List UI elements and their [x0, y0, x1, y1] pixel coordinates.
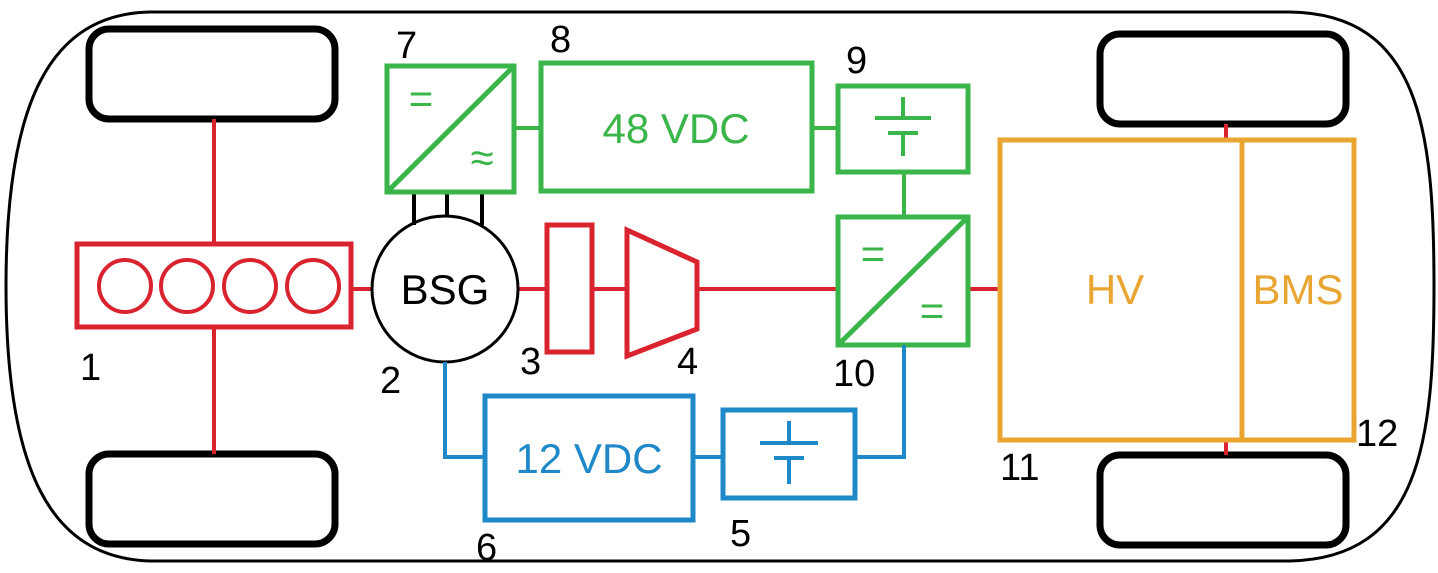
hv-label: HV	[1086, 266, 1144, 313]
three-phase-wires	[412, 192, 484, 225]
dcdc-dc-symbol-out: =	[920, 287, 945, 334]
v12-lines	[443, 345, 906, 459]
v48-network	[538, 60, 815, 194]
v48-lines	[514, 126, 906, 217]
dcdc-dc-symbol-in: =	[861, 230, 886, 277]
ref-number-11: 11	[1000, 447, 1039, 489]
ref-number-4: 4	[677, 341, 698, 383]
engine-cylinder	[222, 258, 278, 314]
ref-number-1: 1	[80, 347, 101, 389]
clutch	[544, 222, 595, 355]
transmission	[624, 226, 700, 360]
bms	[1239, 137, 1357, 443]
ref-number-2: 2	[380, 360, 401, 402]
wheel-rear-left	[85, 450, 339, 548]
ref-number-3: 3	[520, 341, 541, 383]
ref-number-8: 8	[550, 19, 571, 61]
ref-number-9: 9	[846, 40, 867, 82]
engine-cylinder	[285, 258, 341, 314]
ref-number-10: 10	[833, 353, 875, 395]
car-body-outline	[4, 10, 1436, 563]
bsg-label: BSG	[401, 266, 490, 313]
wheel-front-left	[85, 25, 339, 123]
engine-cylinder	[159, 258, 215, 314]
dcdc-converter: = =	[835, 214, 971, 348]
ref-number-6: 6	[476, 527, 497, 569]
battery-12v	[720, 407, 858, 501]
ref-number-7: 7	[396, 25, 417, 67]
ref-number-12: 12	[1356, 413, 1398, 455]
battery-48v	[835, 83, 971, 175]
engine	[74, 241, 354, 330]
v12-network	[482, 393, 696, 523]
inverter: = ≈	[384, 63, 517, 195]
v48-label: 48 VDC	[602, 105, 749, 152]
bms-label: BMS	[1252, 266, 1343, 313]
wheel-front-right	[1096, 30, 1350, 128]
inverter-dc-symbol: =	[409, 75, 434, 122]
ref-number-5: 5	[730, 513, 751, 555]
drivetrain-lines	[212, 119, 1228, 455]
v12-label: 12 VDC	[515, 435, 662, 482]
engine-cylinder	[97, 258, 153, 314]
inverter-ac-symbol: ≈	[470, 134, 493, 181]
wheel-rear-right	[1096, 451, 1350, 549]
